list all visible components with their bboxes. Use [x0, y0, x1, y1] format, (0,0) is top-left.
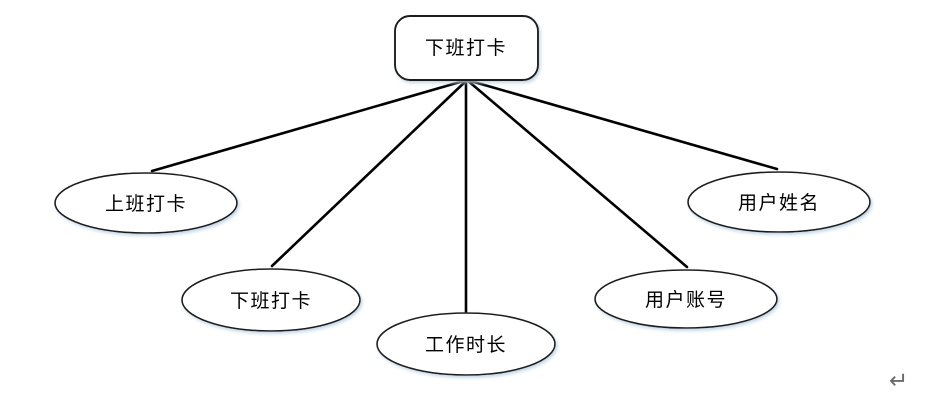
attribute-node-work-duration — [376, 312, 556, 376]
paragraph-return-mark: ↵ — [889, 368, 909, 394]
root-node-label: 下班打卡 — [425, 37, 507, 59]
connector-line-user-name — [465, 78, 779, 171]
node-labels: 下班打卡 上班打卡 下班打卡 工作时长 用户账号 用户姓名 — [105, 37, 820, 356]
attribute-label-clock-in: 上班打卡 — [105, 193, 187, 215]
attribute-node-clock-in — [54, 172, 238, 234]
attribute-node-user-name — [687, 171, 871, 233]
attribute-label-work-duration: 工作时长 — [425, 334, 507, 356]
attribute-nodes — [54, 171, 871, 376]
root-node — [394, 15, 539, 81]
root-node-shape — [394, 15, 539, 81]
attribute-node-clock-out — [181, 268, 361, 332]
connector-lines — [150, 78, 779, 315]
attribute-label-user-name: 用户姓名 — [738, 192, 820, 214]
connector-line-user-account — [465, 78, 689, 269]
attribute-node-user-account — [594, 269, 778, 329]
connector-line-clock-out — [270, 78, 469, 268]
attribute-label-user-account: 用户账号 — [645, 289, 727, 311]
connector-line-clock-in — [150, 78, 469, 173]
attribute-label-clock-out: 下班打卡 — [230, 290, 312, 312]
